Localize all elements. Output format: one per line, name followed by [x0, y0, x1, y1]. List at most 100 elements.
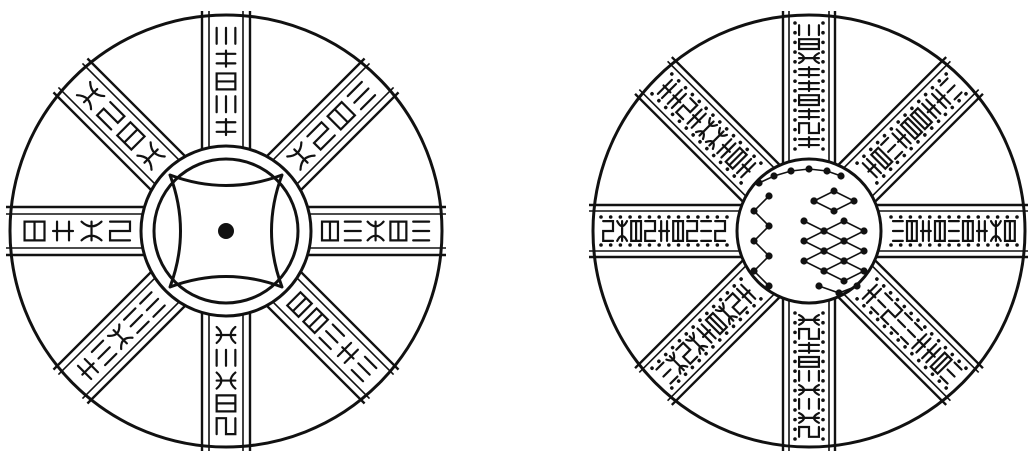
right-spoke-e-border-dot	[947, 243, 951, 247]
right-spoke-w-border-dot	[696, 243, 700, 247]
right-hub-constellation-1-star	[837, 172, 844, 179]
right-spoke-s-border-dot	[821, 437, 825, 441]
right-spoke-n-border-dot	[821, 60, 825, 64]
right-spoke-e-border-dot	[918, 243, 922, 247]
right-spoke-e-band	[859, 205, 1025, 257]
right-spoke-s-border-dot	[821, 321, 825, 325]
right-hub-constellation-5-star	[853, 282, 860, 289]
right-spoke-n-border-dot	[793, 41, 797, 45]
right-spoke-s-border-dot	[793, 360, 797, 364]
right-spoke-s-border-dot	[793, 418, 797, 422]
right-spoke-n-border-dot	[821, 108, 825, 112]
right-spoke-s-border-dot	[793, 311, 797, 315]
right-spoke-s-border-dot	[793, 437, 797, 441]
right-spoke-e-border-dot	[976, 243, 980, 247]
right-hub-constellation-3-star	[810, 197, 817, 204]
right-spoke-n-border-dot	[821, 147, 825, 151]
right-spoke-w-border-dot	[657, 215, 661, 219]
right-spoke-s-border-dot	[821, 369, 825, 373]
right-spoke-s-border-dot	[821, 311, 825, 315]
right-spoke-e-border-dot	[889, 243, 893, 247]
right-hub-constellation-2-star	[750, 267, 757, 274]
right-hub-constellation-4-star	[800, 217, 807, 224]
right-spoke-s-border-dot	[793, 408, 797, 412]
right-spoke-e-border-dot	[938, 215, 942, 219]
right-hub-constellation-4-star	[860, 227, 867, 234]
right-spoke-e-border-dot	[928, 215, 932, 219]
right-spoke-s-border-dot	[793, 369, 797, 373]
right-hub-constellation-4-star	[820, 227, 827, 234]
right-spoke-w-border-dot	[638, 243, 642, 247]
right-spoke-w-border-dot	[667, 243, 671, 247]
right-spoke-s-border-dot	[821, 350, 825, 354]
right-spoke-n-border-dot	[793, 128, 797, 132]
right-spoke-w-border-dot	[725, 243, 729, 247]
right-spoke-s-border-dot	[793, 321, 797, 325]
right-spoke-n-border-dot	[821, 21, 825, 25]
right-spoke-s-border-dot	[821, 340, 825, 344]
right-spoke-s-band	[783, 281, 835, 447]
right-hub-constellation-4-star	[860, 267, 867, 274]
right-spoke-w-border-dot	[686, 215, 690, 219]
right-hub-constellation-2-star	[765, 222, 772, 229]
right-spoke-w-border-dot	[648, 243, 652, 247]
right-spoke-s-border-dot	[821, 418, 825, 422]
right-hub-constellation-1-star	[755, 179, 762, 186]
right-spoke-e-border-dot	[1015, 215, 1019, 219]
right-spoke-n-border-dot	[821, 70, 825, 74]
right-spoke-w-border-dot	[599, 215, 603, 219]
right-spoke-s-border-dot	[821, 408, 825, 412]
right-spoke-s-border-dot	[793, 340, 797, 344]
right-hub-constellation-4-star	[840, 217, 847, 224]
right-hub-constellation-5-star	[815, 282, 822, 289]
right-spoke-s-border-dot	[793, 379, 797, 383]
right-spoke-n-border-dot	[821, 79, 825, 83]
right-spoke-n-border-dot	[793, 21, 797, 25]
right-spoke-n-border-dot	[793, 108, 797, 112]
right-hub-constellation-4-star	[840, 257, 847, 264]
right-spoke-w-border-dot	[628, 243, 632, 247]
right-hub-constellation-4-star	[860, 247, 867, 254]
right-spoke-w-border-dot	[677, 243, 681, 247]
right-spoke-n-border-dot	[793, 31, 797, 35]
right-spoke-e-border-dot	[996, 215, 1000, 219]
right-spoke-n-border-dot	[821, 99, 825, 103]
right-spoke-s-border-dot	[821, 389, 825, 393]
right-hub-constellation-1-star	[787, 167, 794, 174]
right-spoke-w-border-dot	[696, 215, 700, 219]
right-spoke-n-border-dot	[793, 118, 797, 122]
right-spoke-e-border-dot	[928, 243, 932, 247]
right-hub-constellation-4-star	[840, 277, 847, 284]
right-spoke-n-border-dot	[821, 41, 825, 45]
right-hub-constellation-2-star	[750, 207, 757, 214]
right-spoke-w-border-dot	[706, 215, 710, 219]
right-spoke-n-border-dot	[821, 118, 825, 122]
right-spoke-e-border-dot	[957, 215, 961, 219]
right-spoke-e-border-dot	[1006, 215, 1010, 219]
right-spoke-w-border-dot	[648, 215, 652, 219]
right-spoke-n-border-dot	[793, 79, 797, 83]
right-spoke-e-border-dot	[889, 215, 893, 219]
right-spoke-e-border-dot	[1015, 243, 1019, 247]
right-hub-constellation-5-star	[835, 289, 842, 296]
right-spoke-n-border-dot	[793, 70, 797, 74]
right-spoke-s-border-dot	[793, 350, 797, 354]
right-hub-constellation-4-star	[840, 237, 847, 244]
right-spoke-s-border-dot	[821, 428, 825, 432]
right-spoke-e-border-dot	[996, 243, 1000, 247]
right-spoke-n-border-dot	[793, 147, 797, 151]
right-spoke-e-border-dot	[967, 243, 971, 247]
right-spoke-n-border-dot	[821, 89, 825, 93]
right-spoke-e	[859, 205, 1028, 257]
right-spoke-e-border-dot	[918, 215, 922, 219]
right-spoke-e-border-dot	[957, 243, 961, 247]
right-spoke-n-border-dot	[821, 31, 825, 35]
right-spoke-e-border-dot	[938, 243, 942, 247]
right-hub-constellation-2-star	[765, 192, 772, 199]
right-hub-constellation-4-star	[800, 237, 807, 244]
right-hub-constellation-4-star	[820, 247, 827, 254]
right-spoke-s-border-dot	[821, 360, 825, 364]
right-spoke-w-border-dot	[638, 215, 642, 219]
left-wheel-center-dot	[218, 223, 234, 239]
right-spoke-e-border-dot	[1006, 243, 1010, 247]
